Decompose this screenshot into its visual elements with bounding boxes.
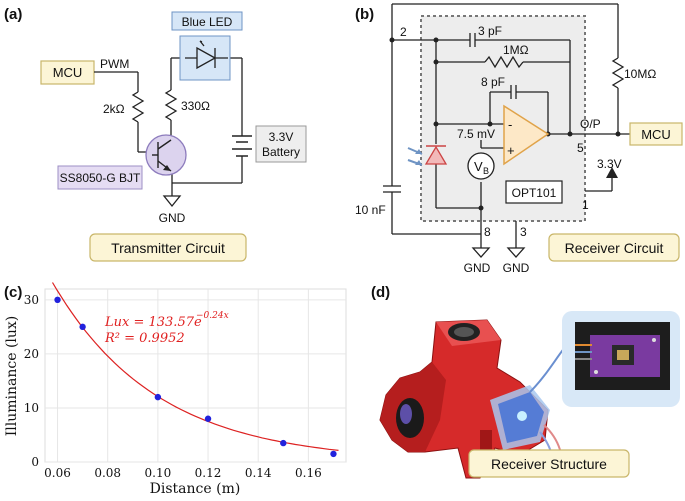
- output-label: O/P: [580, 117, 601, 131]
- x-tick-label: 0.06: [44, 466, 71, 480]
- receiver-housing-photo: [379, 319, 573, 479]
- structure-caption-box: [468, 449, 630, 478]
- battery-icon: [232, 135, 252, 157]
- vb-subscript: B: [483, 166, 489, 176]
- x-tick-label: 0.14: [245, 466, 272, 480]
- mcu-box-b: [629, 122, 683, 146]
- fit-curve: [51, 282, 339, 451]
- pin-3: 3: [520, 225, 527, 239]
- x-tick-label: 0.08: [94, 466, 121, 480]
- gnd-label-a: GND: [159, 211, 186, 225]
- panel-d: (d): [371, 284, 680, 479]
- transmitter-caption-box: [89, 233, 247, 262]
- cap-8pf-label: 8 pF: [481, 75, 505, 89]
- opamp-symbol: [503, 104, 550, 166]
- panel-d-letter: (d): [371, 284, 390, 301]
- panel-b: (b): [355, 3, 683, 275]
- gnd-symbol-b1: [471, 247, 491, 258]
- sensor-closeup-photo: [575, 322, 670, 390]
- gnd-symbol-b2: [506, 247, 526, 258]
- fit-equation-exponent: −0.24x: [196, 311, 229, 321]
- resistor-2k: [131, 91, 145, 123]
- vb-label: V: [474, 159, 483, 174]
- chart-fit: [51, 282, 339, 451]
- pin-8: 8: [484, 225, 491, 239]
- chart-ylabel: Illuminance (lux): [4, 316, 20, 437]
- y-tick-label: 30: [24, 293, 39, 307]
- bjt-label: SS8050-G BJT: [60, 171, 141, 185]
- vref-label: 7.5 mV: [457, 127, 495, 141]
- pin-5: 5: [577, 141, 584, 155]
- structure-caption: Receiver Structure: [491, 456, 607, 472]
- gnd-label-b2: GND: [503, 261, 530, 275]
- res-10m-label: 10MΩ: [624, 67, 656, 81]
- pin-2: 2: [400, 25, 407, 39]
- chart-axes: 0.06 0.08 0.10 0.12 0.14 0.16 0 10 20 30: [24, 293, 322, 480]
- battery-box: [255, 125, 307, 163]
- data-point: [204, 415, 212, 422]
- mcu-label-b: MCU: [641, 127, 671, 142]
- transmitter-caption: Transmitter Circuit: [111, 240, 225, 256]
- vcc-arrow-icon: [606, 167, 618, 178]
- pin-1: 1: [582, 198, 589, 212]
- blue-led-label: Blue LED: [182, 15, 233, 29]
- res-1m-label: 1MΩ: [503, 43, 529, 57]
- pwm-label: PWM: [100, 57, 129, 71]
- chart-points: [54, 296, 337, 458]
- photodiode-icon: [424, 145, 448, 165]
- chart-plot-area: [44, 288, 347, 463]
- x-tick-label: 0.10: [145, 466, 172, 480]
- r-2k-label: 2kΩ: [103, 102, 125, 116]
- gnd-label-b1: GND: [464, 261, 491, 275]
- transmitter-wires: [94, 57, 243, 196]
- mcu-label-a: MCU: [53, 65, 83, 80]
- data-point: [54, 296, 61, 304]
- vb-source: [467, 152, 495, 180]
- panel-c-letter: (c): [4, 284, 22, 301]
- battery-label: Battery: [262, 145, 300, 159]
- junction-dots: [389, 37, 621, 211]
- opamp-minus: -: [508, 117, 512, 132]
- opt101-label: OPT101: [512, 186, 557, 200]
- gnd-symbol-a: [162, 195, 182, 208]
- panel-a: (a) MCU PWM: [4, 6, 307, 262]
- chart-grid: [45, 289, 346, 463]
- cap-3pf-label: 3 pF: [478, 24, 502, 38]
- y-tick-label: 20: [24, 347, 39, 361]
- y-tick-label: 10: [24, 401, 39, 415]
- bjt-symbol: [145, 134, 187, 176]
- led-diode-icon: [185, 40, 228, 70]
- x-tick-label: 0.16: [295, 466, 322, 480]
- receiver-caption: Receiver Circuit: [565, 240, 664, 256]
- panel-a-letter: (a): [4, 6, 22, 23]
- r-330-label: 330Ω: [181, 99, 210, 113]
- x-tick-label: 0.12: [195, 466, 222, 480]
- data-point: [154, 393, 162, 401]
- data-point: [79, 323, 86, 331]
- fit-equation: Lux = 133.57e: [104, 315, 202, 330]
- cap-10nf-label: 10 nF: [355, 203, 386, 217]
- chart-xlabel: Distance (m): [150, 481, 241, 497]
- vcc-label: 3.3V: [597, 157, 622, 171]
- blue-led-label-box: [171, 11, 243, 31]
- battery-voltage: 3.3V: [269, 130, 294, 144]
- opamp-plus: +: [507, 143, 515, 158]
- data-point: [280, 439, 287, 447]
- bjt-label-box: [57, 165, 143, 190]
- receiver-caption-box: [548, 233, 680, 262]
- resistor-330: [164, 89, 178, 121]
- panel-b-letter: (b): [355, 6, 374, 23]
- emitter-arrow-icon: [163, 165, 171, 171]
- fit-r2: R² = 0.9952: [104, 331, 185, 346]
- panel-c: (c) 0.06 0.08 0.10 0.12 0.14 0.16 0 10 20 30 Dist…: [4, 282, 347, 497]
- opt101-box: [505, 180, 563, 204]
- data-point: [330, 450, 337, 458]
- y-tick-label: 0: [31, 455, 39, 469]
